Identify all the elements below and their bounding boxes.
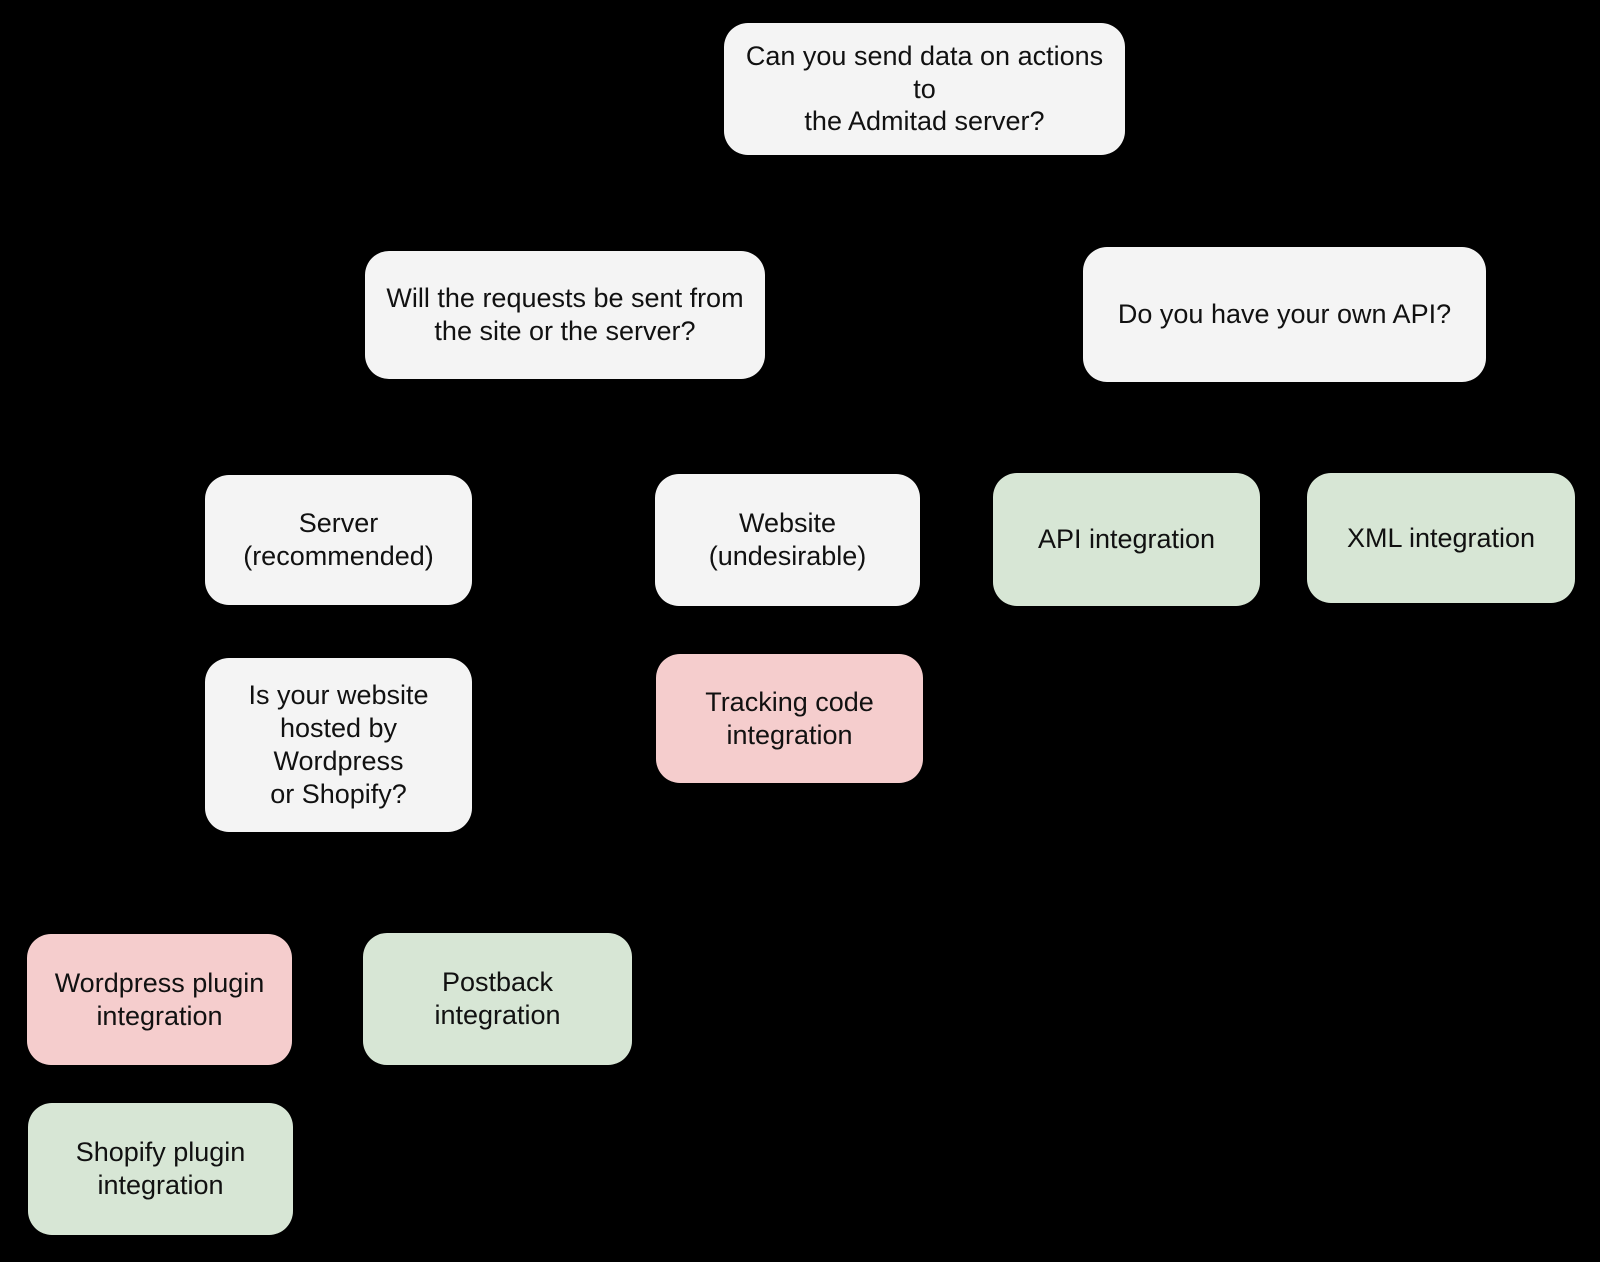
node-postback-integration: Postback integration bbox=[363, 933, 632, 1065]
node-label: Wordpress plugin integration bbox=[54, 967, 265, 1031]
node-label: Website (undesirable) bbox=[708, 508, 867, 571]
node-shopify-plugin-integration: Shopify plugin integration bbox=[28, 1103, 293, 1235]
node-label: Server (recommended) bbox=[243, 508, 434, 571]
node-wordpress-or-shopify-question: Is your website hosted by Wordpress or S… bbox=[205, 658, 472, 832]
node-label: Is your website hosted by Wordpress or S… bbox=[248, 680, 429, 809]
node-api-integration: API integration bbox=[993, 473, 1260, 606]
node-label: Can you send data on actions to the Admi… bbox=[745, 40, 1104, 137]
node-label: Will the requests be sent from the site … bbox=[386, 283, 744, 346]
node-can-you-send-data-question: Can you send data on actions to the Admi… bbox=[724, 23, 1125, 155]
node-label: Shopify plugin integration bbox=[75, 1137, 246, 1200]
node-wordpress-plugin-integration: Wordpress plugin integration bbox=[27, 934, 292, 1065]
node-site-or-server-question: Will the requests be sent from the site … bbox=[365, 251, 765, 379]
node-label: Do you have your own API? bbox=[1117, 299, 1452, 330]
node-xml-integration: XML integration bbox=[1307, 473, 1575, 603]
node-server-recommended: Server (recommended) bbox=[205, 475, 472, 605]
node-label: Postback integration bbox=[434, 967, 561, 1030]
node-label: API integration bbox=[1037, 524, 1216, 555]
node-label: XML integration bbox=[1346, 522, 1536, 553]
node-label: Tracking code integration bbox=[705, 686, 874, 750]
node-own-api-question: Do you have your own API? bbox=[1083, 247, 1486, 382]
node-tracking-code-integration: Tracking code integration bbox=[656, 654, 923, 783]
node-website-undesirable: Website (undesirable) bbox=[655, 474, 920, 606]
